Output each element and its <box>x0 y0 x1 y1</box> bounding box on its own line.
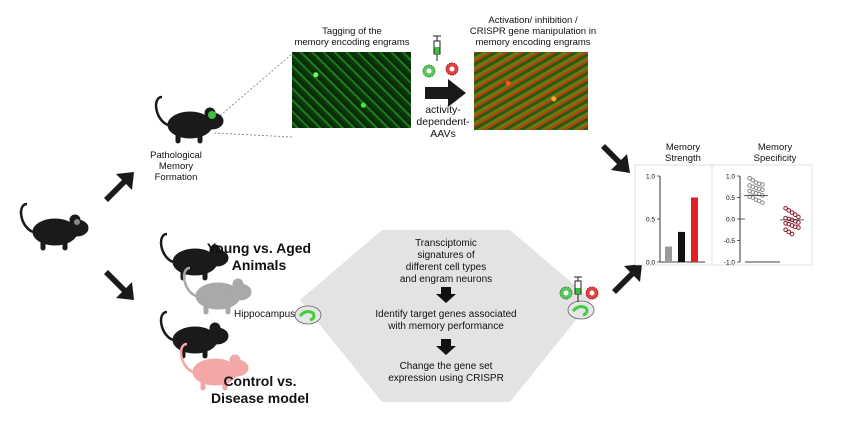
hippocampus-label: Hippocampus <box>234 309 296 320</box>
brain-icon-left <box>294 305 322 325</box>
activation-label: Activation/ inhibition /CRISPR gene mani… <box>469 15 597 48</box>
specificity-point <box>750 178 756 183</box>
specificity-point <box>789 231 795 237</box>
specificity-point <box>760 187 765 193</box>
specificity-point <box>796 214 801 220</box>
aav-arrow <box>425 79 466 107</box>
mouse-pathological <box>154 95 225 145</box>
mouse-start <box>19 202 90 252</box>
specificity-point <box>786 229 792 235</box>
specificity-point <box>796 225 801 230</box>
strength-tick-label: 0.5 <box>646 217 655 224</box>
strength-bar <box>691 197 698 262</box>
process-hexagon <box>300 230 592 402</box>
memory-specificity-title: Memory Specificity <box>753 142 797 164</box>
brain-icon-right <box>567 300 595 320</box>
specificity-tick-label: 0.5 <box>726 195 735 202</box>
control-disease-label: Control vs.Disease model <box>210 373 310 406</box>
zoom-line-bottom <box>213 132 293 138</box>
syringe-icon-top <box>433 35 441 61</box>
specificity-point <box>786 208 792 213</box>
green-virus-icon <box>422 64 436 78</box>
specificity-point <box>796 220 801 225</box>
green-virus-icon-right <box>559 286 573 300</box>
arrow-to-charts-bottom <box>612 264 642 294</box>
engram-manipulation-micrograph <box>474 52 588 130</box>
aav-label: activity-dependent-AAVs <box>416 104 470 140</box>
specificity-point <box>789 210 795 215</box>
strength-bar <box>665 246 672 262</box>
arrow-down-right <box>104 270 134 300</box>
specificity-tick-label: 0.0 <box>726 217 735 224</box>
red-virus-icon-right <box>585 286 599 300</box>
mouse-control <box>159 310 230 360</box>
specificity-point <box>792 212 798 217</box>
strength-chart-frame <box>634 164 714 266</box>
specificity-point <box>783 205 788 211</box>
hex-arrow-1 <box>436 287 456 303</box>
memory-strength-chart: 0.0 0.5 1.0 <box>646 174 705 267</box>
specificity-tick-label: -0.5 <box>724 238 736 245</box>
strength-bar <box>678 231 685 262</box>
engram-tagging-micrograph <box>292 52 411 128</box>
specificity-point <box>783 227 788 233</box>
memory-specificity-chart: -1.0 -0.5 0.0 0.5 1.0 <box>724 174 804 267</box>
syringe-icon-right <box>574 276 582 302</box>
strength-tick-label: 0.0 <box>646 260 655 267</box>
specificity-tick-label: 1.0 <box>726 174 735 181</box>
memory-strength-title: Memory Strength <box>665 142 701 164</box>
specificity-point <box>760 200 765 205</box>
hex-arrow-2 <box>436 339 456 355</box>
specificity-point <box>747 175 752 181</box>
specificity-chart-frame <box>711 164 813 266</box>
strength-tick-label: 1.0 <box>646 174 655 181</box>
specificity-tick-label: -1.0 <box>724 260 736 267</box>
arrow-to-charts-top <box>601 144 630 173</box>
zoom-line-top <box>213 53 293 122</box>
specificity-point <box>760 182 765 187</box>
red-virus-icon <box>445 62 459 76</box>
arrow-up-right <box>104 172 134 202</box>
